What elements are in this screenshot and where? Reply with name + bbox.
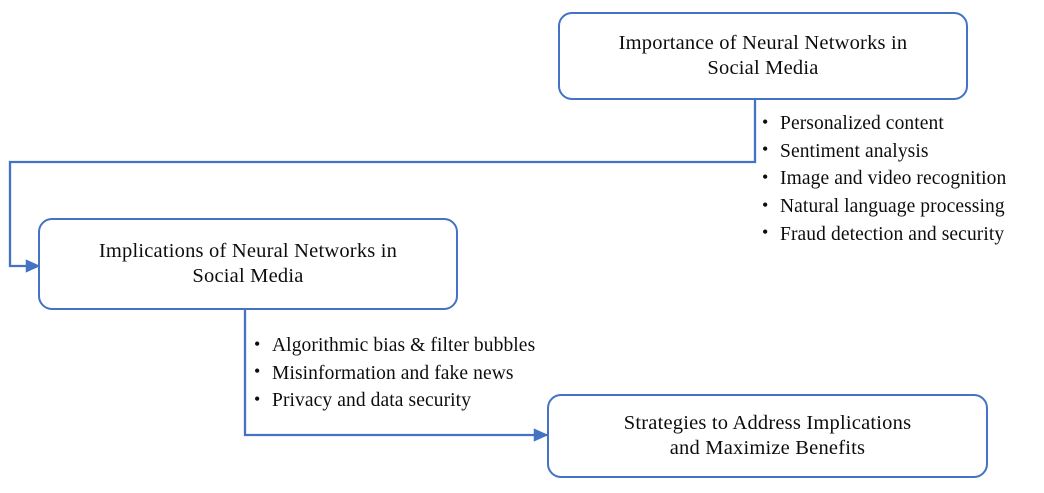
- node-implications-label-line2: Social Media: [192, 265, 304, 287]
- list-item: Privacy and data security: [252, 387, 535, 415]
- bullet-list-importance: Personalized content Sentiment analysis …: [760, 110, 1006, 248]
- node-strategies-label-line2: and Maximize Benefits: [669, 437, 866, 459]
- list-item: Misinformation and fake news: [252, 359, 535, 388]
- node-implications-label-line1: Implications of Neural Networks in: [98, 240, 398, 262]
- list-item: Sentiment analysis: [760, 137, 1006, 166]
- bullet-list-implications: Algorithmic bias & filter bubbles Misinf…: [252, 332, 535, 415]
- node-importance-label: Importance of Neural Networks in Social …: [576, 31, 950, 81]
- node-importance-label-line2: Social Media: [707, 57, 819, 79]
- list-item: Fraud detection and security: [760, 220, 1006, 249]
- node-strategies-label: Strategies to Address Implications and M…: [565, 411, 970, 461]
- node-importance-of-neural-networks[interactable]: Importance of Neural Networks in Social …: [558, 12, 968, 100]
- list-item: Image and video recognition: [760, 165, 1006, 193]
- node-strategies-label-line1: Strategies to Address Implications: [623, 412, 912, 434]
- node-implications-label: Implications of Neural Networks in Socia…: [56, 239, 440, 289]
- node-strategies-to-address-implications[interactable]: Strategies to Address Implications and M…: [547, 394, 988, 478]
- node-importance-label-line1: Importance of Neural Networks in: [618, 32, 908, 54]
- list-item: Algorithmic bias & filter bubbles: [252, 332, 535, 360]
- list-item: Natural language processing: [760, 193, 1006, 221]
- list-item: Personalized content: [760, 110, 1006, 138]
- node-implications-of-neural-networks[interactable]: Implications of Neural Networks in Socia…: [38, 218, 458, 310]
